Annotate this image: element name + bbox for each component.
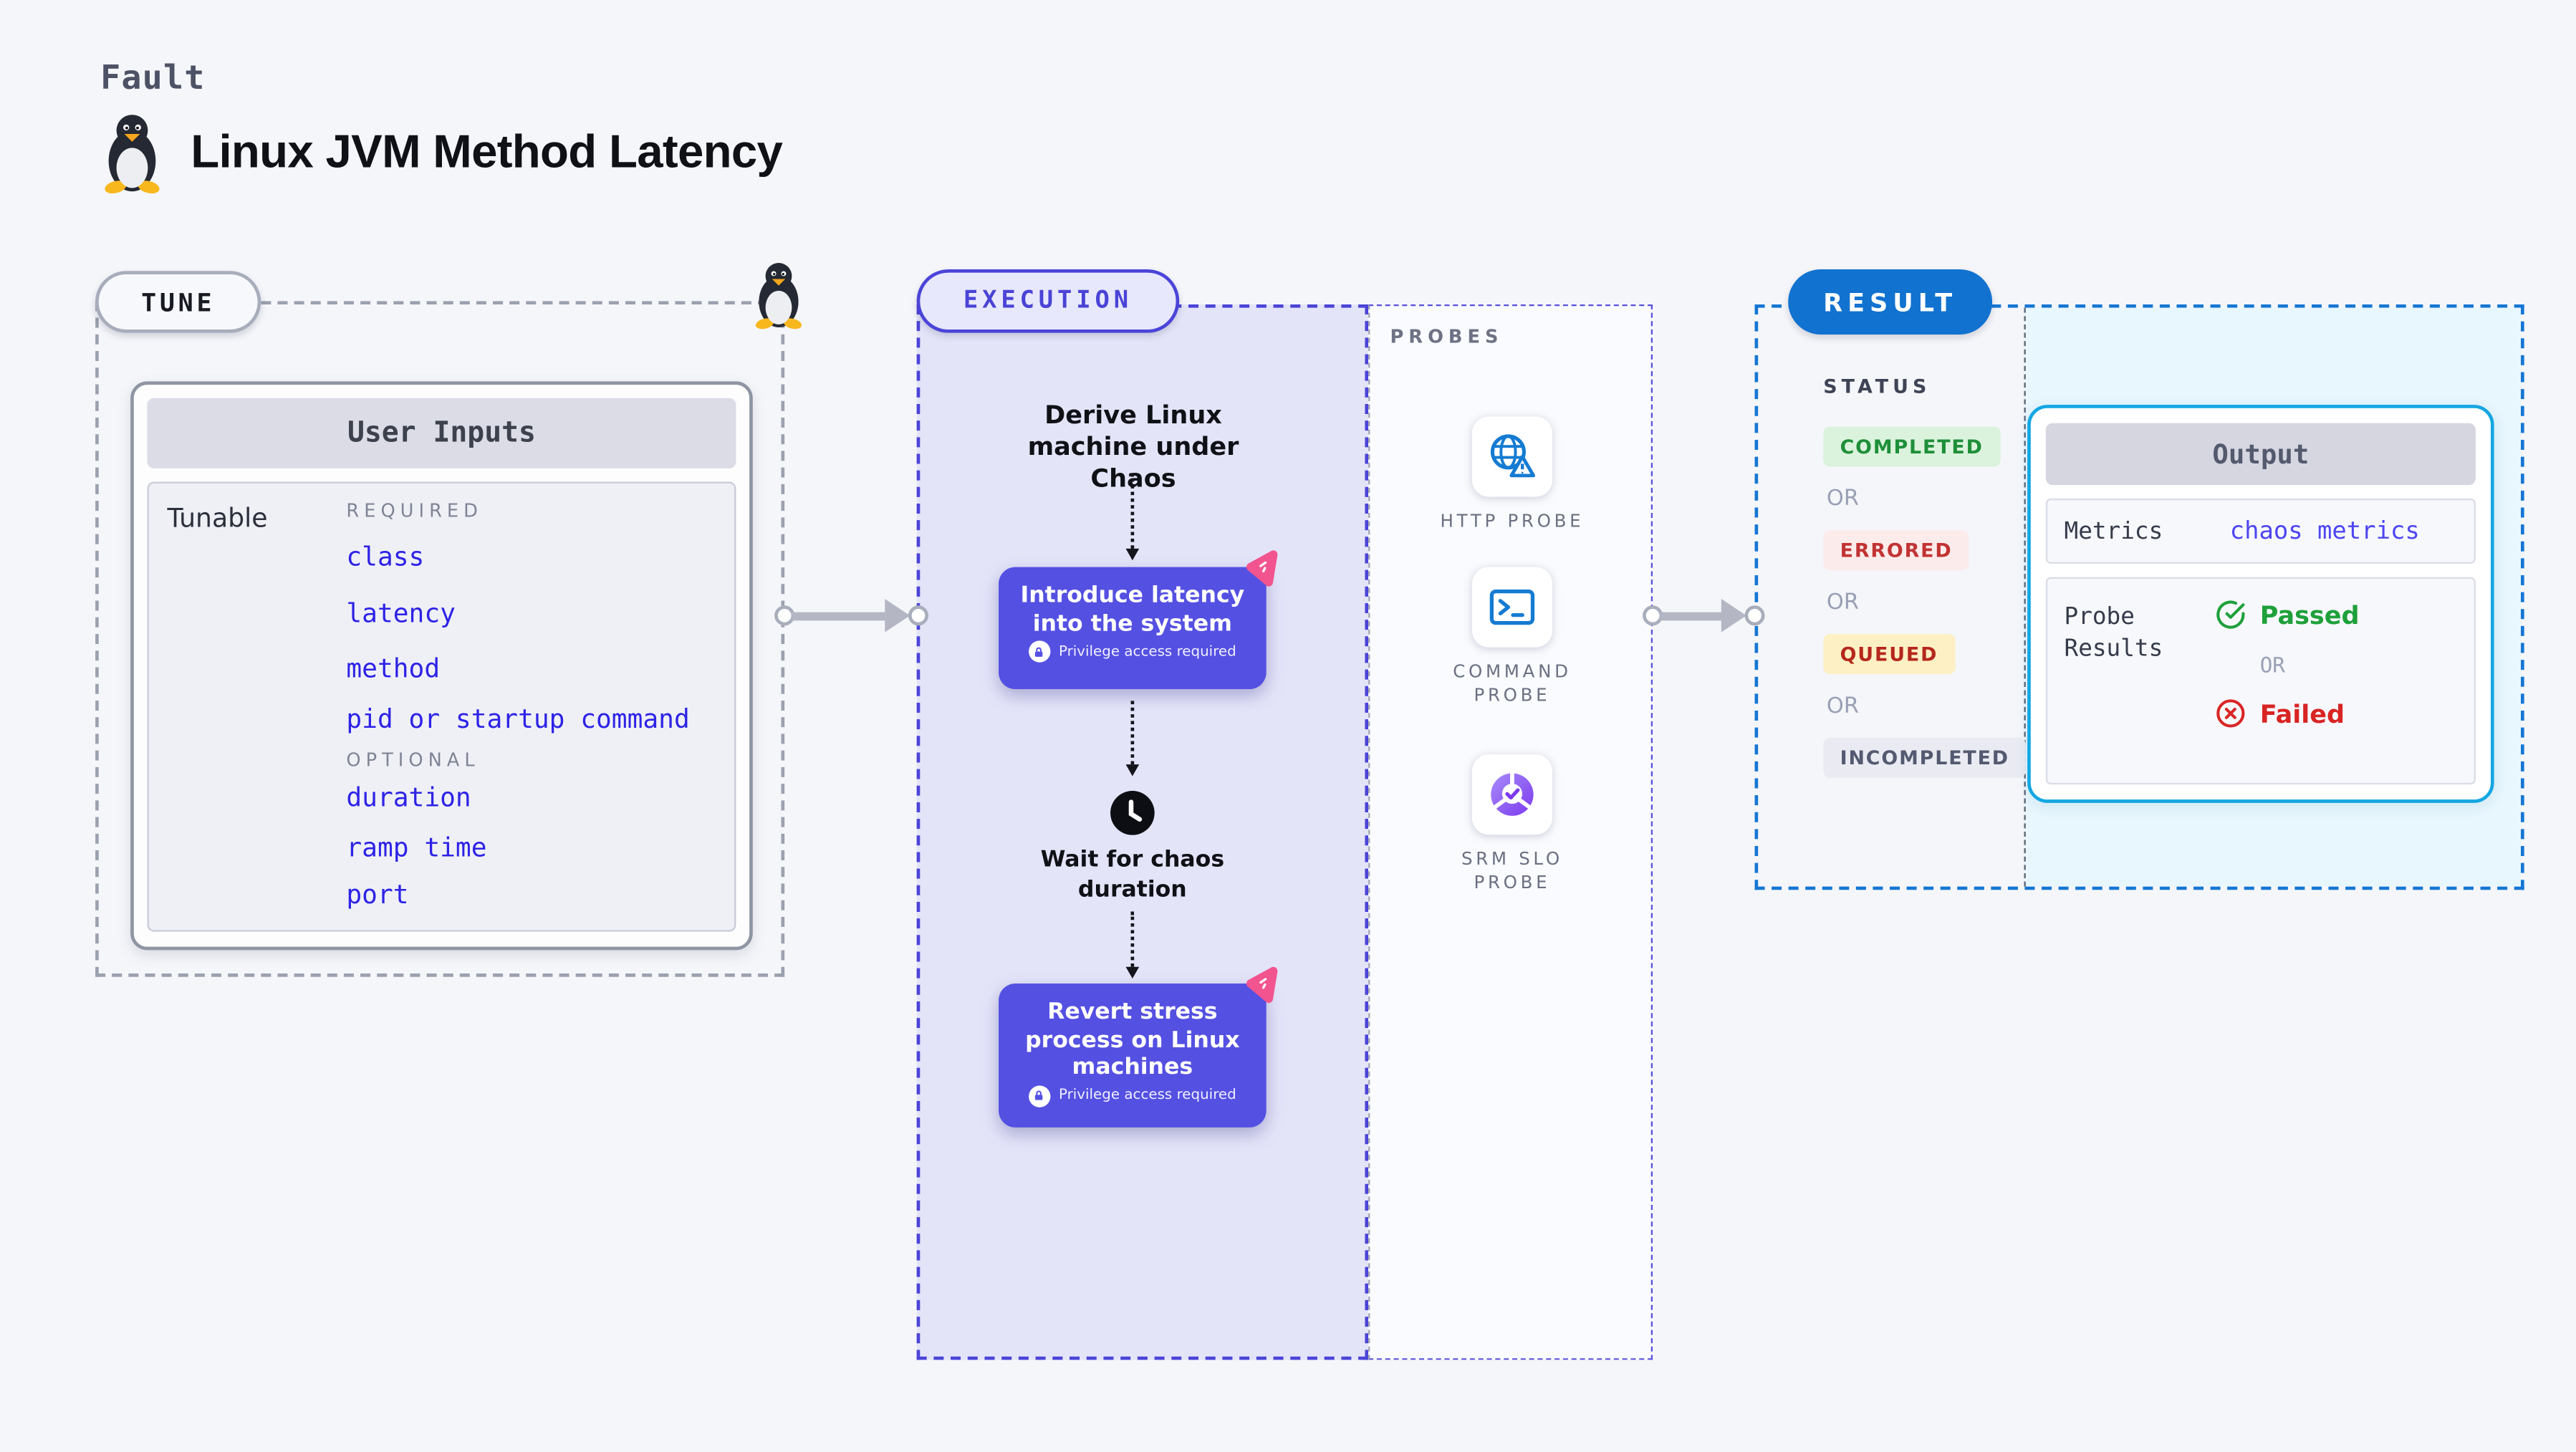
linux-tux-icon: [105, 115, 160, 193]
tunable-label: Tunable: [167, 503, 268, 534]
revert-stress-step: Revert stress process on Linux machines …: [999, 966, 1278, 1128]
tunable-item: port: [346, 880, 409, 910]
tunable-item: pid or startup command: [346, 704, 690, 735]
probe-results-row: Probe Results Passed OR: [2045, 577, 2476, 785]
slo-donut-icon: [1471, 754, 1552, 835]
arrow-shaft: [1659, 611, 1725, 620]
fault-kicker: Fault: [100, 57, 206, 97]
or-label: OR: [1826, 590, 1859, 616]
connector-node: [1744, 605, 1765, 626]
wait-step-text: Wait for chaos duration: [1040, 846, 1225, 903]
privilege-row: Privilege access required: [999, 1085, 1267, 1121]
tunables-list: REQUIRED class latency method pid or sta…: [346, 500, 689, 908]
or-label: OR: [1826, 486, 1859, 512]
flow-connector: [1130, 701, 1135, 765]
tunable-item: ramp time: [346, 832, 487, 863]
flow-connector-arrowhead: [1125, 764, 1139, 777]
execution-pill: EXECUTION: [916, 269, 1180, 333]
srm-slo-probe: SRM SLO PROBE: [1370, 754, 1654, 895]
probes-label: PROBES: [1390, 326, 1504, 348]
passed-verdict: Passed: [2215, 599, 2360, 630]
failed-label: Failed: [2259, 698, 2345, 729]
probe-name: HTTP PROBE: [1440, 511, 1585, 532]
command-probe: COMMAND PROBE: [1370, 567, 1654, 708]
result-divider: [2024, 307, 2026, 887]
arrow-head: [885, 598, 910, 633]
connector-node: [908, 605, 928, 626]
required-label: REQUIRED: [346, 500, 483, 522]
metrics-label: Metrics: [2064, 517, 2163, 545]
probe-results-label: Probe Results: [2064, 603, 2163, 663]
or-label: OR: [1826, 694, 1859, 720]
page-title: Linux JVM Method Latency: [191, 125, 783, 178]
arrow-head: [1721, 598, 1746, 633]
result-section-box: STATUS COMPLETED OR ERRORED OR QUEUED OR…: [1754, 304, 2524, 890]
failed-verdict: Failed: [2215, 698, 2360, 729]
result-pill: RESULT: [1788, 269, 1993, 335]
connector-node: [1643, 605, 1663, 626]
probe-name: SRM SLO PROBE: [1461, 850, 1563, 893]
globe-warning-icon: [1471, 416, 1552, 497]
arrow-shaft: [791, 611, 888, 620]
metrics-value: chaos metrics: [2229, 517, 2420, 545]
revert-stress-title: Revert stress process on Linux machines: [1025, 999, 1240, 1081]
optional-label: OPTIONAL: [346, 749, 480, 771]
output-header: Output: [2045, 423, 2476, 486]
or-label: OR: [2259, 652, 2285, 678]
http-probe: HTTP PROBE: [1370, 416, 1654, 534]
privilege-note: Privilege access required: [1058, 643, 1236, 660]
tune-section-box: [95, 301, 785, 977]
status-badge-errored: ERRORED: [1823, 530, 1969, 571]
user-inputs-body: Tunable REQUIRED class latency method pi…: [147, 481, 736, 932]
x-circle-icon: [2216, 699, 2245, 728]
output-card: Output Metrics chaos metrics Probe Resul…: [2027, 405, 2494, 803]
linux-tux-corner-icon: [755, 263, 802, 330]
chaos-icon: [1246, 966, 1278, 1004]
flow-connector: [1130, 911, 1135, 967]
status-label: STATUS: [1823, 375, 1931, 398]
status-column: STATUS COMPLETED OR ERRORED OR QUEUED OR…: [1823, 375, 2027, 778]
privilege-row: Privilege access required: [999, 640, 1267, 677]
execution-to-result-arrow: [1643, 597, 1765, 634]
tunable-item: latency: [346, 598, 456, 629]
tunable-item: duration: [346, 782, 471, 813]
introduce-latency-title: Introduce latency into the system: [1020, 582, 1245, 637]
introduce-latency-step: Introduce latency into the system Privil…: [999, 550, 1278, 690]
chaos-icon: [1246, 550, 1278, 587]
verdict-column: Passed OR Failed: [2215, 599, 2360, 729]
tunable-item: class: [346, 542, 425, 572]
lock-icon: [1028, 640, 1051, 663]
tunable-item: method: [346, 654, 441, 685]
status-badge-queued: QUEUED: [1823, 634, 1955, 675]
user-inputs-card: User Inputs Tunable REQUIRED class laten…: [130, 381, 753, 951]
status-badge-incompleted: INCOMPLETED: [1823, 737, 2027, 778]
tune-pill: TUNE: [95, 271, 261, 333]
flow-connector: [1130, 473, 1135, 549]
user-inputs-header: User Inputs: [147, 398, 736, 468]
lock-icon: [1028, 1085, 1051, 1107]
status-badge-completed: COMPLETED: [1823, 426, 2001, 467]
privilege-note: Privilege access required: [1058, 1087, 1236, 1105]
flow-connector-arrowhead: [1125, 548, 1139, 561]
check-circle-icon: [2216, 600, 2245, 629]
metrics-row: Metrics chaos metrics: [2045, 498, 2476, 564]
probe-name: COMMAND PROBE: [1453, 662, 1572, 706]
terminal-icon: [1471, 567, 1552, 648]
flow-connector-arrowhead: [1125, 966, 1139, 979]
passed-label: Passed: [2259, 600, 2360, 630]
wait-clock-icon: [1109, 789, 1155, 836]
tune-to-execution-arrow: [774, 597, 928, 634]
probes-section-box: PROBES HTTP PROBE: [1368, 304, 1653, 1360]
title-row: Linux JVM Method Latency: [97, 110, 783, 194]
